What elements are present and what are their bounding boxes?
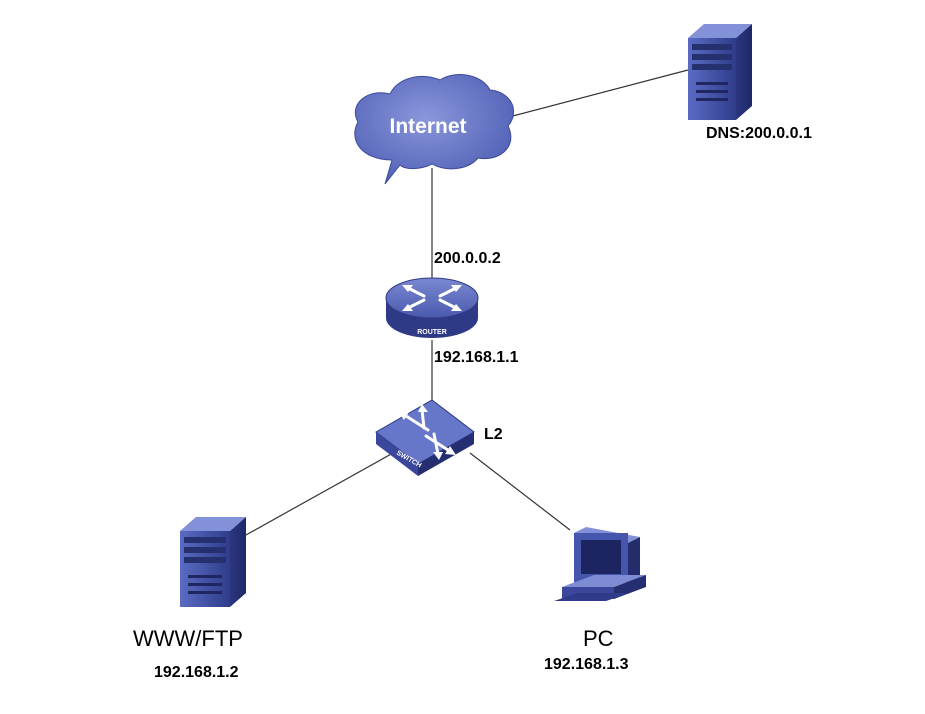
dns-server	[688, 24, 752, 120]
link-switch-pc	[469, 452, 571, 531]
switch: SWITCH	[375, 399, 475, 476]
dns-ip-label: DNS:200.0.0.1	[706, 125, 812, 142]
switch-layer-label: L2	[484, 426, 503, 443]
www-ftp-ip-label: 192.168.1.2	[154, 664, 239, 681]
router-icon: ROUTER	[385, 277, 479, 338]
server-icon	[688, 24, 752, 120]
links	[245, 69, 689, 536]
pc-ip-label: 192.168.1.3	[544, 656, 629, 673]
link-internet-dns	[504, 69, 689, 119]
router: ROUTER	[385, 277, 479, 338]
www-ftp-server	[180, 517, 246, 607]
internet-label: Internet	[389, 115, 466, 138]
www-ftp-label: WWW/FTP	[133, 626, 243, 651]
router-lan-ip-label: 192.168.1.1	[434, 349, 519, 366]
pc	[554, 527, 646, 601]
cloud-icon	[354, 74, 514, 185]
switch-icon: SWITCH	[375, 399, 475, 476]
router-device-label: ROUTER	[417, 329, 447, 336]
router-wan-ip-label: 200.0.0.2	[434, 250, 501, 267]
pc-icon	[554, 527, 646, 601]
server-icon	[180, 517, 246, 607]
internet-cloud: Internet	[354, 74, 514, 185]
link-switch-wwwftp	[245, 452, 394, 536]
pc-label: PC	[583, 626, 614, 651]
